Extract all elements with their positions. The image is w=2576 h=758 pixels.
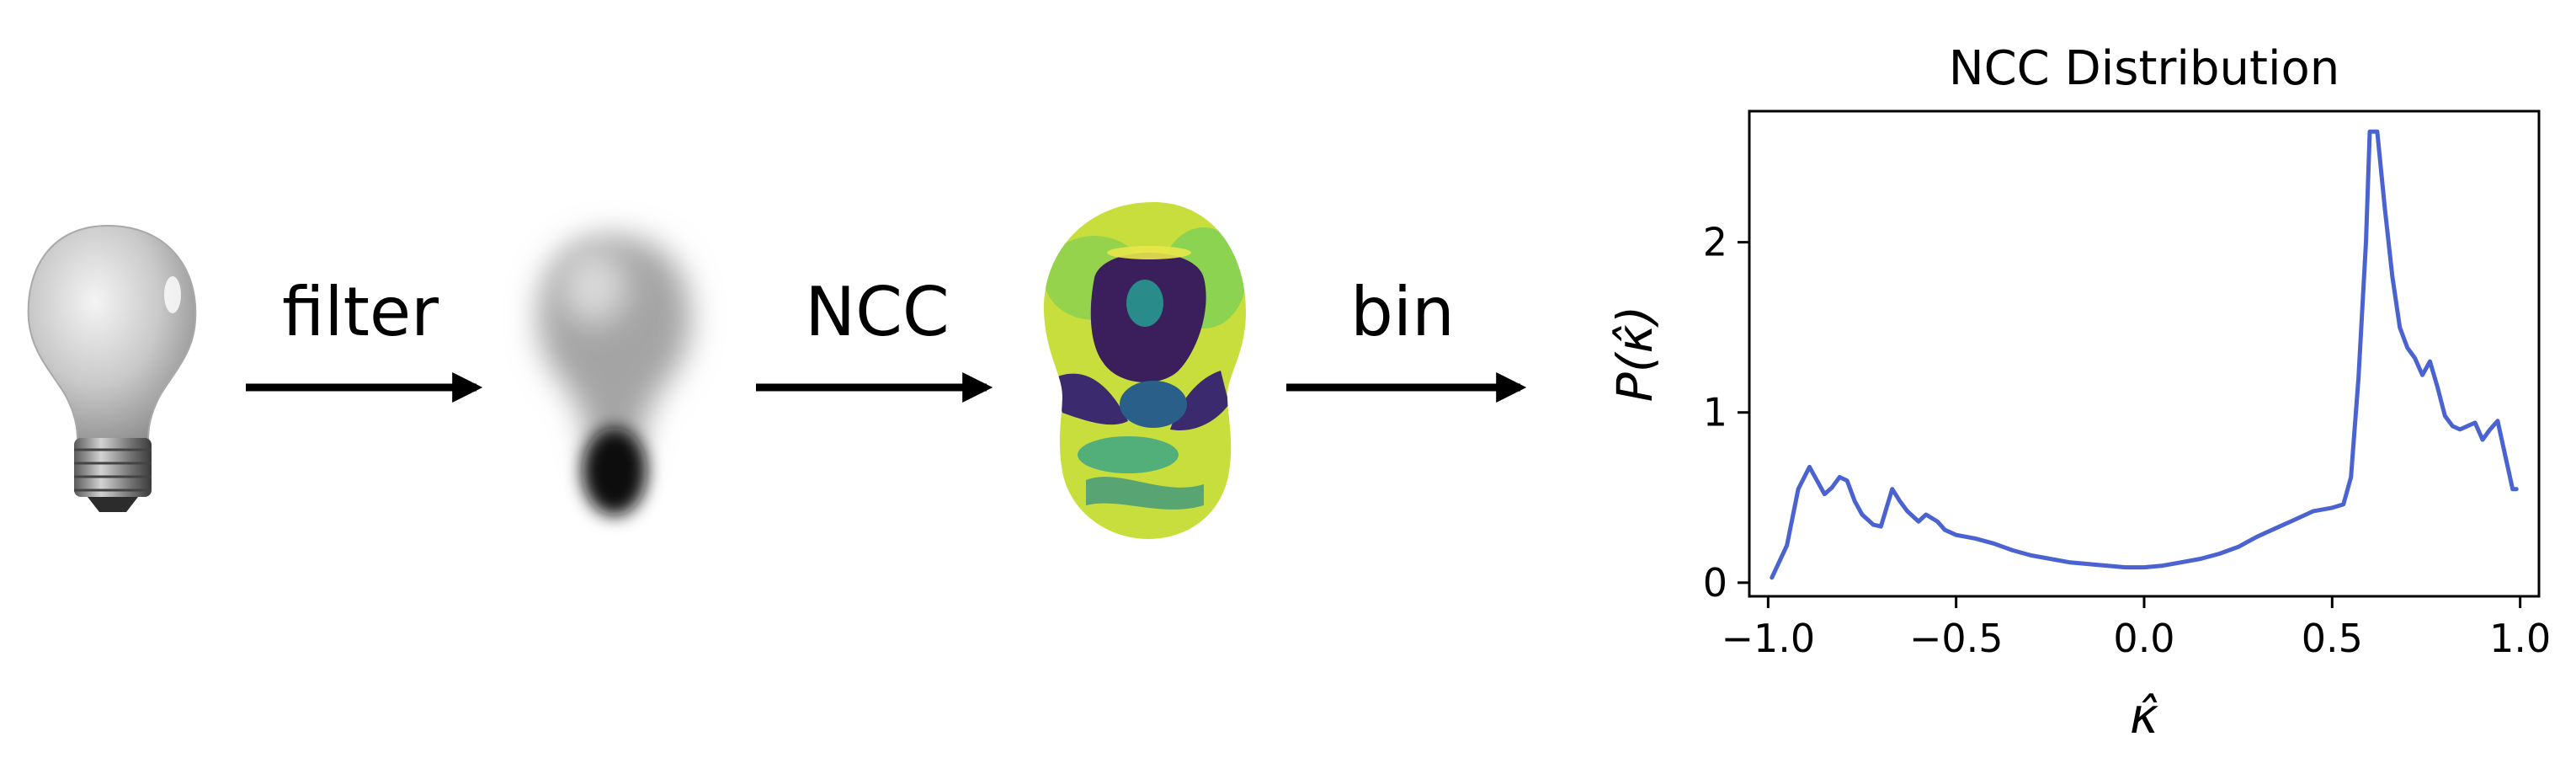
series-line <box>1770 129 2519 580</box>
bin-label: bin <box>1350 273 1455 351</box>
x-axis: −1.0 −0.5 0.0 0.5 1.0 <box>1721 596 2551 661</box>
ncc-map <box>1043 202 1246 539</box>
filter-step: filter <box>246 273 483 403</box>
ncc-step: NCC <box>756 273 993 403</box>
filtered-bulb <box>538 236 691 515</box>
bin-step: bin <box>1286 273 1527 403</box>
ncc-distribution-chart: NCC Distribution −1.0 −0.5 0.0 0.5 1.0 0 1 2 κ… <box>1606 41 2551 745</box>
x-axis-label: κ̂ <box>2130 687 2158 745</box>
filter-label: filter <box>282 273 439 351</box>
x-tick-label: −0.5 <box>1909 616 2004 661</box>
ncc-label: NCC <box>805 273 950 351</box>
y-axis-label: P(κ̂) <box>1606 306 1663 402</box>
lightbulb-photo <box>27 224 197 512</box>
x-tick-label: 0.5 <box>2302 616 2363 661</box>
x-tick-label: −1.0 <box>1721 616 1815 661</box>
x-tick-label: 1.0 <box>2489 616 2551 661</box>
chart-title: NCC Distribution <box>1949 41 2340 96</box>
x-tick-label: 0.0 <box>2113 616 2174 661</box>
plot-frame <box>1748 109 2541 598</box>
y-tick-label: 0 <box>1703 560 1727 606</box>
y-tick-label: 1 <box>1703 390 1727 435</box>
y-axis: 0 1 2 <box>1703 220 1749 606</box>
y-tick-label: 2 <box>1703 220 1727 265</box>
